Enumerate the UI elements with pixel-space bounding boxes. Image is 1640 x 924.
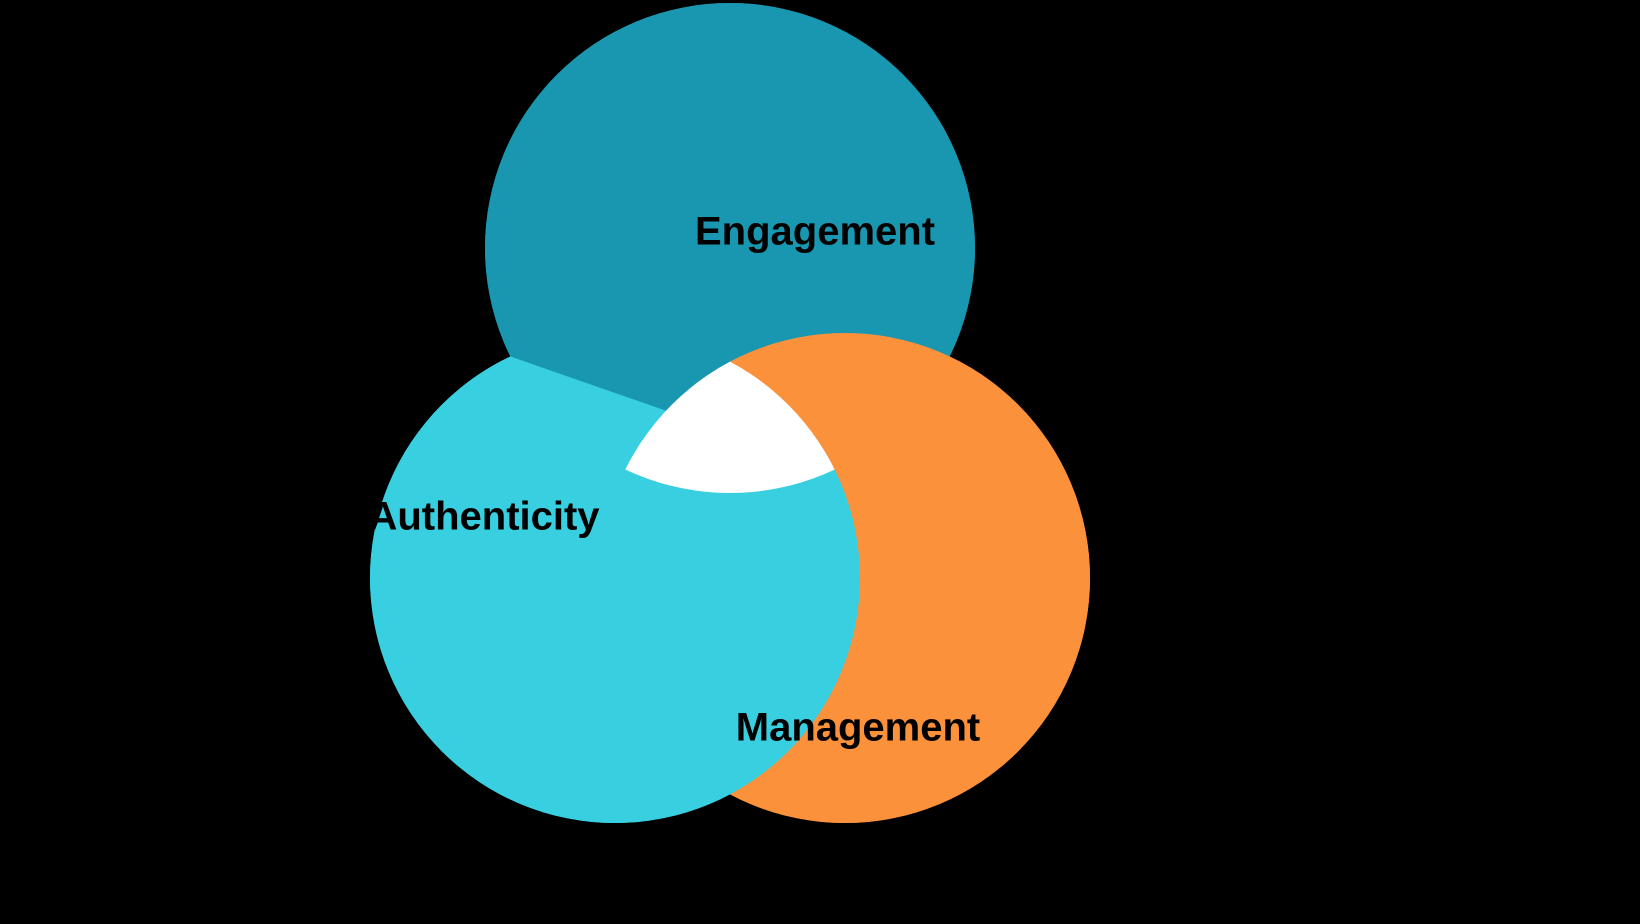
center-triple-intersection [600,333,860,493]
label-management: Management [736,706,981,750]
label-engagement: Engagement [695,210,935,254]
venn-labels: Engagement Authenticity Management [368,210,980,750]
center-clip-a [600,333,860,493]
label-authenticity: Authenticity [368,495,600,539]
center-clip-b [600,333,860,493]
